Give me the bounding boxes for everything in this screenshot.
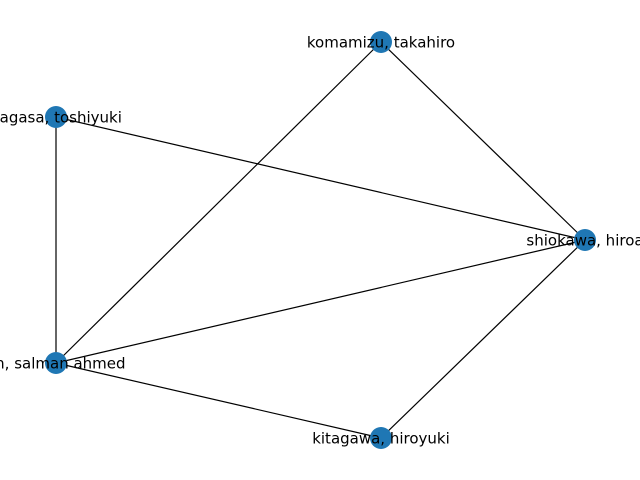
nodes-layer <box>45 31 596 449</box>
edge-n4-n3 <box>55 239 586 364</box>
node-label-komamizu: komamizu, takahiro <box>307 34 455 52</box>
edge-n2-n3 <box>55 116 586 241</box>
edge-n4-n5 <box>55 362 382 439</box>
labels-layer: komamizu, takahiro nagasa, toshiyuki shi… <box>0 34 640 448</box>
edge-n1-n4 <box>55 41 382 364</box>
edge-n1-n3 <box>380 41 586 241</box>
node-label-salman: kh, salman ahmed <box>0 355 126 373</box>
node-label-kitagawa: kitagawa, hiroyuki <box>312 430 450 448</box>
node-n4 <box>45 352 67 374</box>
edge-n5-n3 <box>380 239 586 439</box>
node-n5 <box>370 427 392 449</box>
node-label-nagasa: nagasa, toshiyuki <box>0 109 122 127</box>
node-n3 <box>574 229 596 251</box>
edges-layer <box>55 41 586 439</box>
node-n2 <box>45 106 67 128</box>
node-label-shiokawa: shiokawa, hiroa <box>526 232 640 250</box>
node-n1 <box>370 31 392 53</box>
